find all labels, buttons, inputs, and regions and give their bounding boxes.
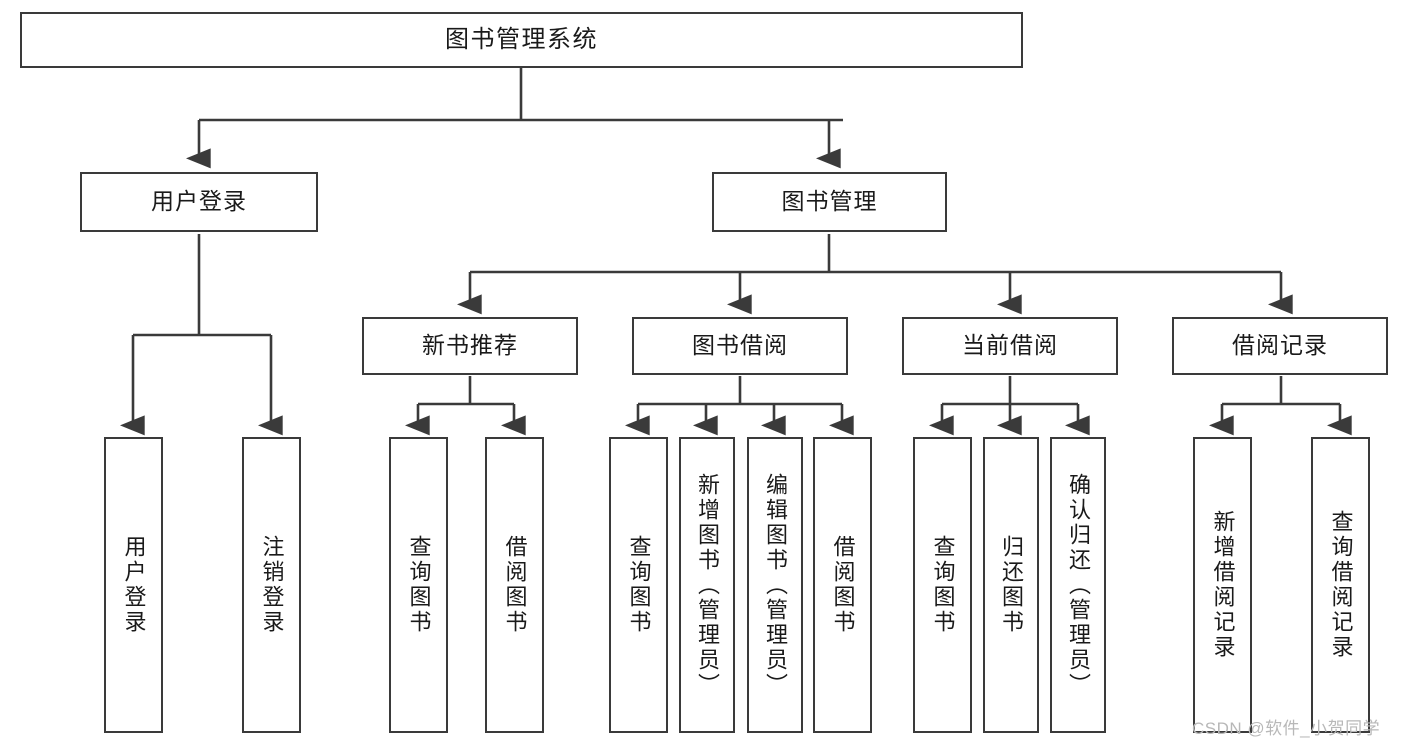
node-label: 用户登录 <box>151 188 247 215</box>
node-label: 新书推荐 <box>422 332 518 359</box>
node-label: 新增图书（管理员） <box>695 472 720 698</box>
node-book-borrow[interactable]: 图书借阅 <box>632 317 848 375</box>
node-label: 图书管理系统 <box>445 25 598 53</box>
node-label: 查询图书 <box>930 535 956 635</box>
node-borrow-record[interactable]: 借阅记录 <box>1172 317 1388 375</box>
node-label: 确认归还（管理员） <box>1066 472 1091 698</box>
leaf-book-borrow-borrow-book[interactable]: 借阅图书 <box>813 437 872 733</box>
leaf-new-book-query-book[interactable]: 查询图书 <box>389 437 448 733</box>
leaf-borrow-record-query-record[interactable]: 查询借阅记录 <box>1311 437 1370 733</box>
node-label: 查询借阅记录 <box>1328 510 1354 660</box>
node-label: 借阅记录 <box>1232 332 1328 359</box>
leaf-current-borrow-confirm-return-admin[interactable]: 确认归还（管理员） <box>1050 437 1106 733</box>
node-label: 注销登录 <box>259 535 285 635</box>
node-book-management[interactable]: 图书管理 <box>712 172 947 232</box>
node-label: 借阅图书 <box>502 535 528 635</box>
node-label: 归还图书 <box>999 535 1024 635</box>
node-label: 借阅图书 <box>830 535 856 635</box>
node-label: 新增借阅记录 <box>1210 510 1236 660</box>
leaf-user-login-logout[interactable]: 注销登录 <box>242 437 301 733</box>
node-label: 图书管理 <box>781 188 878 215</box>
node-root-book-management-system[interactable]: 图书管理系统 <box>20 12 1023 68</box>
leaf-current-borrow-query-book[interactable]: 查询图书 <box>913 437 972 733</box>
node-user-login[interactable]: 用户登录 <box>80 172 318 232</box>
leaf-book-borrow-query-book[interactable]: 查询图书 <box>609 437 668 733</box>
node-label: 用户登录 <box>121 535 147 635</box>
node-new-book-recommend[interactable]: 新书推荐 <box>362 317 578 375</box>
node-label: 查询图书 <box>406 535 432 635</box>
leaf-current-borrow-return-book[interactable]: 归还图书 <box>983 437 1039 733</box>
node-current-borrow[interactable]: 当前借阅 <box>902 317 1118 375</box>
node-label: 编辑图书（管理员） <box>763 472 788 698</box>
csdn-watermark: CSDN @软件_小贺同学 <box>1192 719 1381 738</box>
node-label: 查询图书 <box>626 535 652 635</box>
leaf-new-book-borrow-book[interactable]: 借阅图书 <box>485 437 544 733</box>
leaf-book-borrow-add-book-admin[interactable]: 新增图书（管理员） <box>679 437 735 733</box>
node-label: 图书借阅 <box>692 332 788 359</box>
leaf-borrow-record-add-record[interactable]: 新增借阅记录 <box>1193 437 1252 733</box>
node-label: 当前借阅 <box>962 332 1058 359</box>
leaf-user-login-login[interactable]: 用户登录 <box>104 437 163 733</box>
leaf-book-borrow-edit-book-admin[interactable]: 编辑图书（管理员） <box>747 437 803 733</box>
